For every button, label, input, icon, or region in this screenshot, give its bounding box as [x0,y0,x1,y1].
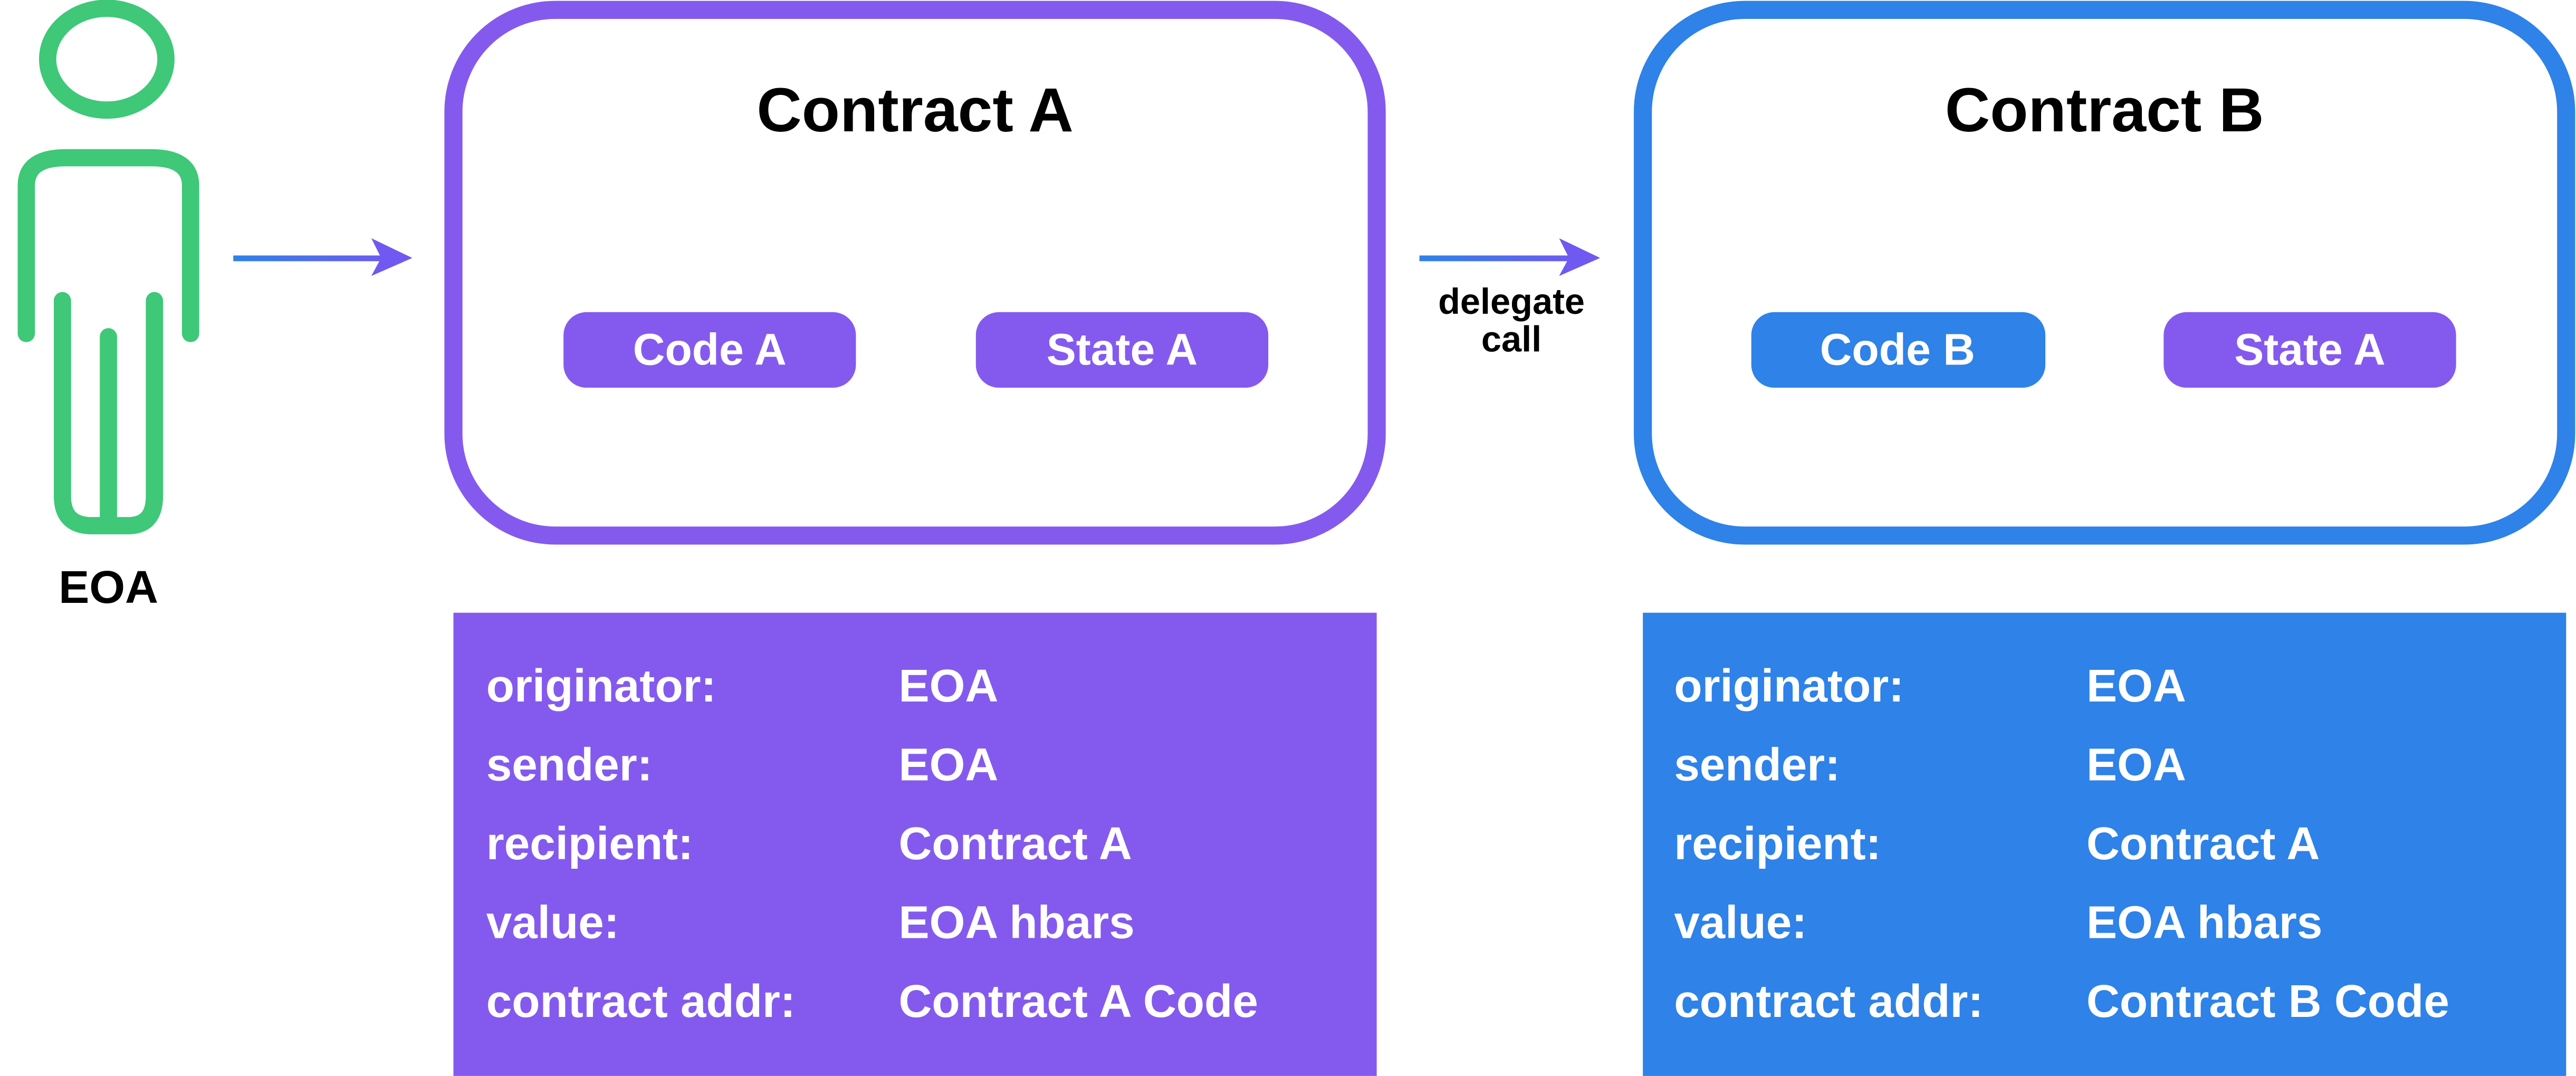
contract-a-box: Contract A Code A State A [444,1,1386,545]
state-a-pill-b [2163,312,2456,388]
context-key: recipient: [1674,818,1881,869]
contract-a-context-panel: originator: EOA sender: EOA recipient: Contra… [453,612,1377,1076]
contract-b-title: Contract B [1945,75,2264,145]
context-key: originator: [1674,660,1904,712]
contract-a-title: Contract A [756,75,1073,145]
context-key: contract addr: [486,976,796,1027]
context-value: EOA [898,739,998,790]
eoa-label: EOA [59,562,158,613]
delegate-call-arrow: delegate call [1419,238,1601,360]
context-key: contract addr: [1674,976,1983,1027]
delegate-call-label-line2: call [1481,319,1541,360]
context-value: EOA hbars [898,897,1134,948]
state-a-label: State A [1047,324,1198,374]
person-icon [17,0,199,534]
call-arrow [233,238,413,276]
context-value: Contract A [2086,818,2320,869]
context-value: Contract B Code [2086,976,2449,1027]
context-value: EOA [2086,660,2186,712]
context-value: EOA hbars [2086,897,2322,948]
context-value: Contract A [898,818,1132,869]
context-value: Contract A Code [898,976,1258,1027]
code-a-label: Code A [633,324,787,374]
code-b-pill [1751,312,2046,388]
context-value: EOA [898,660,998,712]
context-key: sender: [1674,739,1840,790]
delegate-call-label-line1: delegate [1438,281,1585,322]
state-a-pill [975,312,1269,388]
context-key: value: [486,897,619,948]
context-key: value: [1674,897,1807,948]
context-value: EOA [2086,739,2186,790]
code-a-pill [563,312,856,388]
code-b-label: Code B [1820,324,1975,374]
contract-b-context-panel: originator: EOA sender: EOA recipient: Contra… [1643,612,2567,1076]
context-key: recipient: [486,818,693,869]
context-key: originator: [486,660,716,712]
state-a-label-b: State A [2234,324,2386,374]
contract-b-box: Contract B Code B State A [1634,1,2575,545]
context-key: sender: [486,739,653,790]
